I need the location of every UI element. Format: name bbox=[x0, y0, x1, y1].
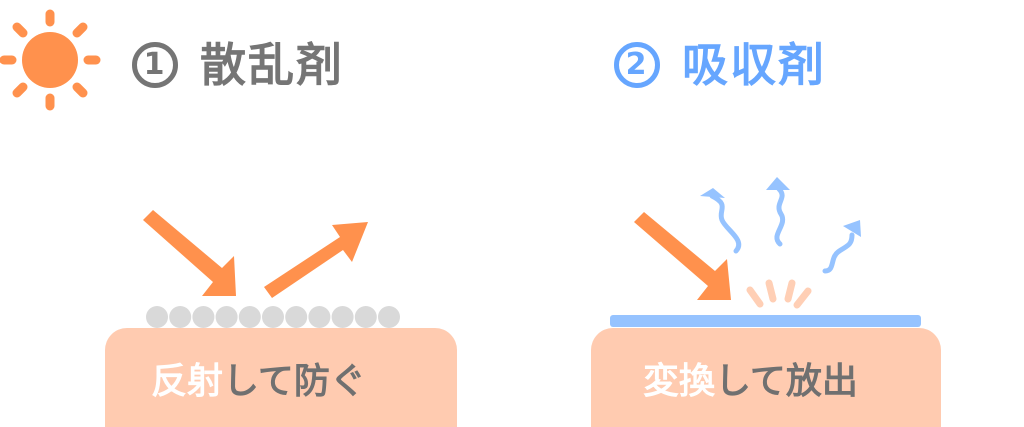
label-left-highlight: 反射 bbox=[151, 361, 224, 402]
wavy-arrow-3 bbox=[822, 232, 855, 274]
label-left-rest: して防ぐ bbox=[223, 361, 366, 402]
particle bbox=[308, 306, 331, 328]
sun-icon bbox=[0, 9, 101, 111]
particle bbox=[146, 306, 168, 328]
number-badge-2: 2 bbox=[614, 41, 660, 88]
title-absorbing-agent: 2 吸収剤 bbox=[614, 41, 826, 92]
particle bbox=[215, 306, 238, 328]
particle bbox=[331, 306, 354, 328]
skin-block-right: 変換して放出 bbox=[591, 328, 941, 427]
wavy-arrow-2 bbox=[774, 186, 786, 247]
particle bbox=[262, 306, 284, 328]
label-right-highlight: 変換 bbox=[643, 361, 716, 402]
wavy-arrow-1-head bbox=[700, 188, 725, 198]
reflected-light-arrow bbox=[264, 222, 368, 298]
scattering-particles bbox=[146, 306, 400, 328]
label-right: 変換して放出 bbox=[643, 364, 858, 400]
absorption-spark-icon bbox=[746, 279, 812, 309]
wavy-arrow-3-head bbox=[843, 220, 861, 237]
particle bbox=[169, 306, 192, 328]
wavy-arrow-1 bbox=[709, 193, 742, 254]
absorption-layer bbox=[610, 315, 921, 327]
particle bbox=[354, 306, 377, 328]
title-text-2: 吸収剤 bbox=[682, 38, 826, 92]
particle bbox=[378, 306, 400, 328]
skin-block-left: 反射して防ぐ bbox=[105, 328, 457, 427]
particle bbox=[192, 306, 215, 328]
incoming-light-arrow-left bbox=[143, 210, 236, 296]
title-scattering-agent: 1 散乱剤 bbox=[132, 41, 344, 92]
particle bbox=[285, 306, 308, 328]
label-left: 反射して防ぐ bbox=[151, 364, 366, 400]
label-right-rest: して放出 bbox=[715, 361, 858, 402]
title-text-1: 散乱剤 bbox=[200, 38, 344, 92]
number-badge-1: 1 bbox=[132, 41, 178, 88]
heat-emission-arrows bbox=[709, 186, 855, 274]
particle bbox=[238, 306, 261, 328]
wavy-arrow-2-head bbox=[766, 177, 790, 190]
incoming-light-arrow-right bbox=[634, 212, 731, 300]
